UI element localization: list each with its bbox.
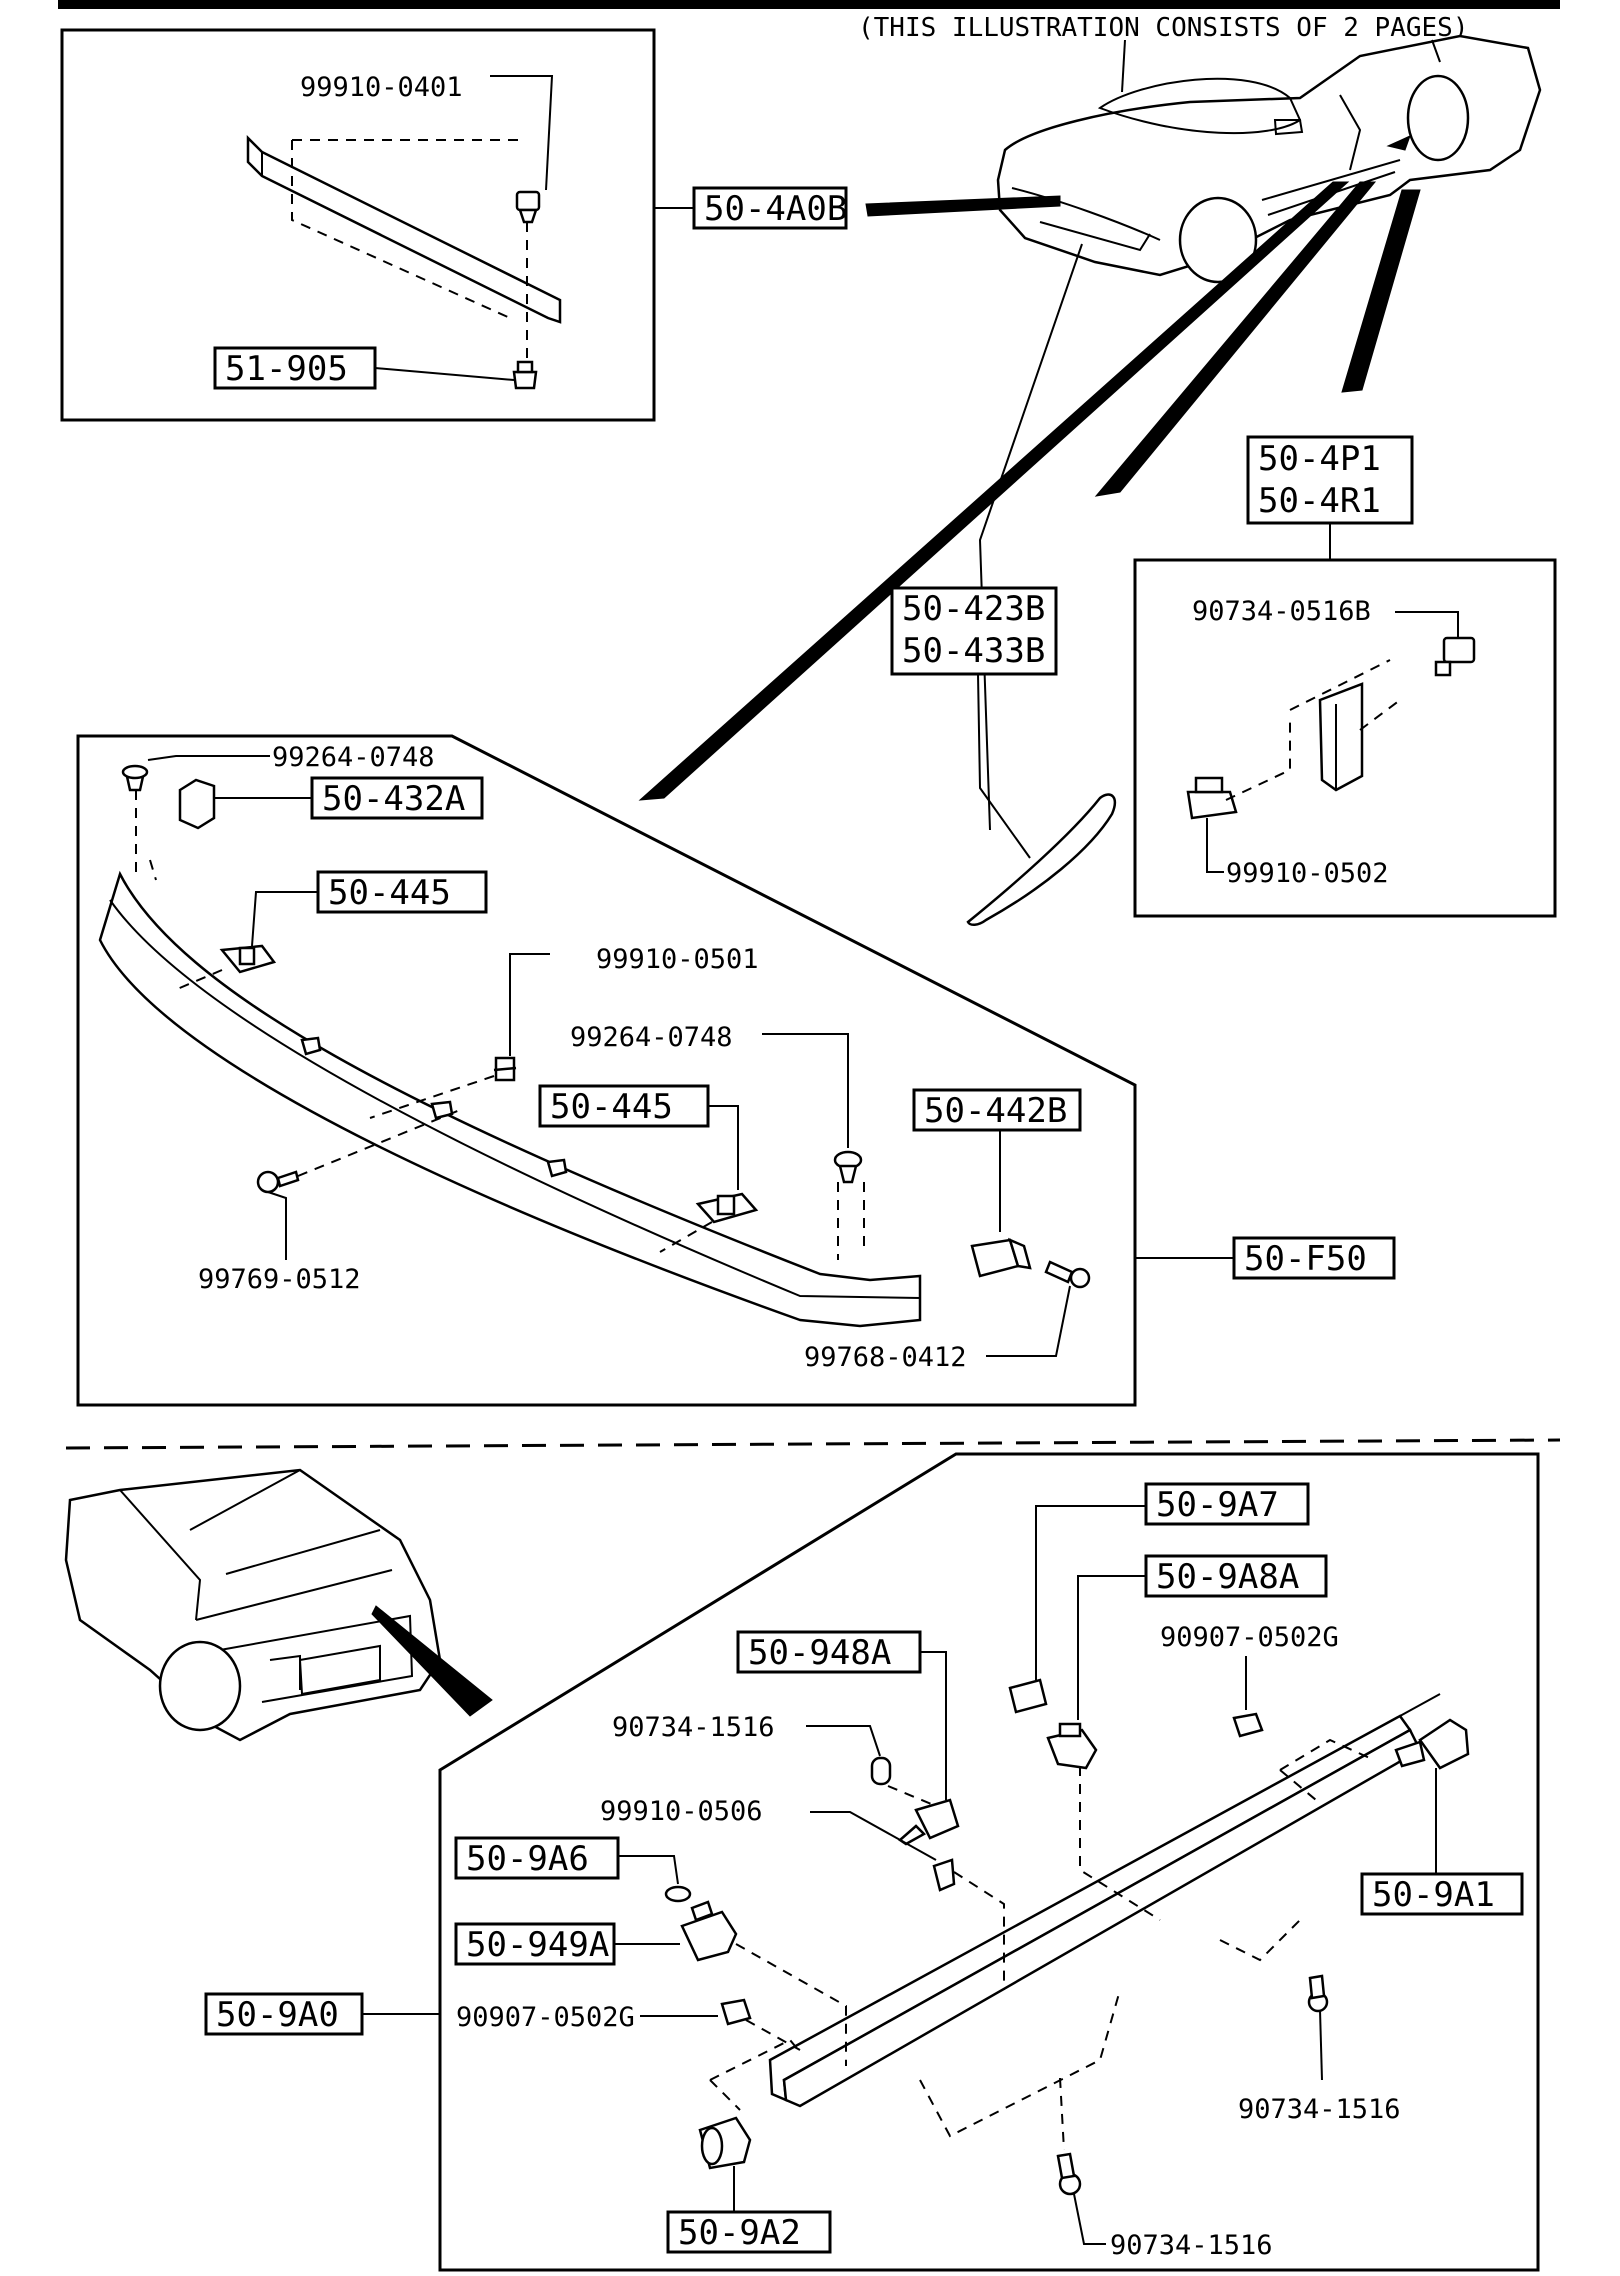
part-label-50-4P1: 50-4P1	[1258, 439, 1381, 479]
label-box-50-4P1	[1246, 435, 1414, 525]
front-molding-frame	[76, 734, 1137, 1407]
endcap-50-9A2	[698, 2116, 752, 2170]
part-label-50-948A: 50-948A	[748, 1633, 891, 1673]
part-number-90734-1516-c: 90734-1516	[1110, 2230, 1273, 2261]
washer-50-9A6	[664, 1885, 692, 1903]
label-box-50-4A0B	[692, 186, 848, 230]
bracket-50-432A	[178, 778, 216, 830]
label-box-50-445-b	[538, 1084, 710, 1128]
part-label-50-423B: 50-423B	[902, 589, 1045, 629]
part-label-50-9A8A: 50-9A8A	[1156, 1557, 1299, 1597]
bracket-50-445-a	[219, 944, 277, 974]
label-box-50-9A1	[1360, 1872, 1524, 1916]
part-label-50-F50: 50-F50	[1244, 1239, 1367, 1279]
side-molding-frame	[1133, 558, 1557, 918]
clip-50-9A7	[1008, 1678, 1048, 1714]
part-label-50-9A0: 50-9A0	[216, 1995, 339, 2035]
wedge-50-4P1	[1094, 181, 1377, 497]
label-box-50-442B	[912, 1088, 1082, 1132]
part-label-50-433B: 50-433B	[902, 631, 1045, 671]
part-label-50-445-b: 50-445	[550, 1087, 673, 1127]
endcap-50-9A1	[1394, 1718, 1470, 1770]
part-number-99264-0748-a: 99264-0748	[272, 742, 435, 773]
part-label-50-445-a: 50-445	[328, 873, 451, 913]
part-label-50-9A1: 50-9A1	[1372, 1875, 1495, 1915]
clip-99910-0501	[493, 1056, 517, 1082]
label-box-50-9A6	[454, 1836, 620, 1880]
wedge-50-4A0B	[865, 195, 1061, 217]
grille-molding	[246, 134, 562, 324]
car-front-illustration	[996, 34, 1542, 284]
part-label-51-905: 51-905	[225, 349, 348, 389]
part-label-50-9A7: 50-9A7	[1156, 1485, 1279, 1525]
part-label-50-9A6: 50-9A6	[466, 1839, 589, 1879]
part-label-50-949A: 50-949A	[466, 1925, 609, 1965]
nut-90907-0502G-b	[720, 1998, 752, 2026]
car-rear-illustration	[64, 1468, 442, 1742]
part-label-50-9A2: 50-9A2	[678, 2213, 801, 2253]
part-number-99910-0506: 99910-0506	[600, 1796, 763, 1827]
fastener-99264-0748-a	[121, 764, 149, 792]
part-number-99769-0512: 99769-0512	[198, 1264, 361, 1295]
clip-99910-0502	[1186, 776, 1238, 820]
screw-90734-1516-b	[1307, 1974, 1329, 2013]
fastener-99264-0748-b	[833, 1150, 863, 1184]
bracket-side	[1318, 682, 1364, 792]
part-number-99910-0501: 99910-0501	[596, 944, 759, 975]
bolt-90734-0516B	[1434, 636, 1476, 677]
label-box-50-9A7	[1144, 1482, 1310, 1526]
nut-51-905	[512, 360, 538, 390]
rear-trunk-molding	[768, 1693, 1441, 2108]
nut-90907-0502G-a	[1232, 1712, 1264, 1738]
bracket-50-9A8A	[1046, 1722, 1098, 1770]
wedge-upper	[1341, 189, 1421, 393]
socket-50-949A	[680, 1900, 738, 1962]
leader-p1	[490, 75, 554, 191]
screw-99769-0512	[256, 1170, 300, 1194]
part-label-50-4A0B: 50-4A0B	[704, 189, 847, 229]
part-number-99910-0502: 99910-0502	[1226, 858, 1389, 889]
label-box-51-905	[213, 346, 377, 390]
part-number-99264-0748-b: 99264-0748	[570, 1022, 733, 1053]
bulb-90734-1516-a	[870, 1756, 892, 1786]
screw-90734-1516-c	[1056, 2152, 1082, 2196]
bracket-50-445-b	[695, 1192, 759, 1224]
wedge-50-F50	[638, 181, 1350, 801]
endcap-50-442B	[970, 1237, 1032, 1278]
garnish-50-423B	[966, 793, 1117, 926]
label-box-50-423B	[890, 586, 1058, 676]
part-number-90907-0502G-a: 90907-0502G	[1160, 1622, 1339, 1653]
part-label-50-442B: 50-442B	[924, 1091, 1067, 1131]
label-box-50-949A	[454, 1922, 616, 1966]
part-number-99768-0412: 99768-0412	[804, 1342, 967, 1373]
part-number-99910-0401: 99910-0401	[300, 72, 463, 103]
part-number-90734-1516-b: 90734-1516	[1238, 2094, 1401, 2125]
part-number-90907-0502G-b: 90907-0502G	[456, 2002, 635, 2033]
screw-99910-0506	[932, 1858, 956, 1892]
part-number-90734-1516-a: 90734-1516	[612, 1712, 775, 1743]
rear-molding-frame	[438, 1452, 1540, 2272]
label-box-50-9A8A	[1144, 1554, 1328, 1598]
label-box-50-F50	[1232, 1236, 1396, 1280]
part-label-50-4R1: 50-4R1	[1258, 481, 1381, 521]
lamp-50-948A	[897, 1798, 960, 1846]
top-border	[58, 0, 1560, 9]
label-box-50-9A0	[204, 1992, 364, 2036]
front-bumper-molding	[98, 870, 922, 1328]
label-box-50-9A2	[666, 2210, 832, 2254]
section-separator	[65, 1438, 1561, 1450]
wedge-rear	[371, 1605, 493, 1717]
clip-99910-0401	[515, 190, 541, 224]
part-number-90734-0516B: 90734-0516B	[1192, 596, 1371, 627]
page-note: (THIS ILLUSTRATION CONSISTS OF 2 PAGES)	[858, 13, 1468, 43]
screw-99768-0412	[1044, 1260, 1091, 1289]
part-label-50-432A: 50-432A	[322, 779, 465, 819]
label-box-50-948A	[736, 1630, 922, 1674]
grille-molding-frame	[60, 28, 656, 422]
